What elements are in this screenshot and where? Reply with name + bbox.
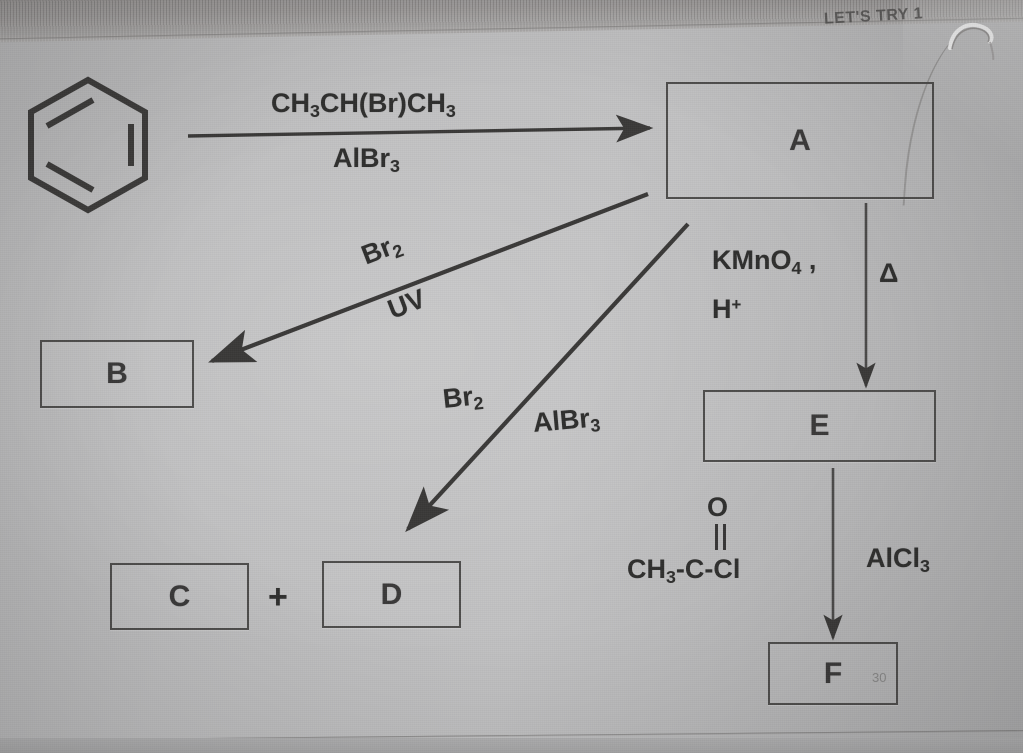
page-number: 30: [872, 670, 887, 685]
reagent-kmno4: KMnO4 ,: [712, 245, 817, 278]
answer-box-f[interactable]: F: [768, 642, 898, 705]
bottom-shadow: [0, 738, 1023, 753]
catalyst-alcl3: AlCl3: [866, 543, 930, 576]
corner-highlight: [903, 0, 1023, 200]
acetyl-chloride-chain: CH3-C-Cl: [627, 554, 741, 587]
box-c-label: C: [168, 579, 191, 613]
box-f-label: F: [823, 656, 843, 690]
plus-symbol-c-d: +: [268, 578, 288, 616]
answer-box-a[interactable]: A: [666, 82, 934, 199]
box-a-label: A: [789, 123, 811, 157]
box-d-label: D: [380, 577, 403, 611]
answer-box-c[interactable]: C: [110, 563, 249, 630]
catalyst-albr3-bottom: AlBr3: [531, 403, 602, 438]
answer-box-b[interactable]: B: [40, 340, 194, 408]
reagent-br2-albr3: Br2: [441, 381, 485, 415]
oxygen-atom-label: O: [707, 492, 729, 522]
answer-box-d[interactable]: D: [322, 561, 461, 628]
spiral-binding-icon: [948, 23, 995, 60]
catalyst-albr3-top: AlBr3: [333, 143, 400, 176]
condition-heat-delta: Δ: [879, 258, 899, 288]
reagent-2-bromopropane: CH3CH(Br)CH3: [271, 88, 456, 121]
double-bond-icon: [713, 524, 729, 550]
box-e-label: E: [809, 409, 830, 442]
box-b-label: B: [106, 357, 128, 390]
condition-acid: H+: [712, 294, 742, 324]
answer-box-e[interactable]: E: [703, 390, 936, 462]
